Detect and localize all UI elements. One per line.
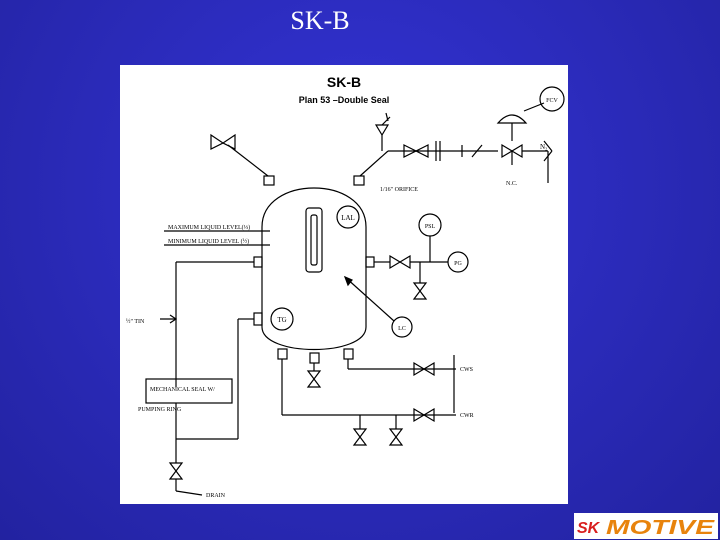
- drain-valve-left-icon: [352, 428, 368, 446]
- label-cws: CWS: [460, 367, 473, 373]
- label-fcv: FCV: [546, 98, 558, 104]
- bottom-nozzle-2: [309, 352, 320, 364]
- seal-pot-vessel: [261, 187, 367, 350]
- bottom-nozzle-1: [277, 348, 288, 360]
- label-orifice: 1/16" ORIFICE: [380, 187, 418, 193]
- label-lc: LC: [398, 326, 406, 332]
- cws-valve-icon: [413, 361, 435, 377]
- main-drain-valve-icon: [168, 462, 184, 480]
- label-n2: N₂: [540, 143, 548, 151]
- label-lal: LAL: [341, 214, 355, 222]
- label-drain: DRAIN: [206, 493, 226, 499]
- slide-title: SK-B: [290, 6, 350, 35]
- label-pg: PG: [454, 261, 462, 267]
- label-tg: TG: [277, 316, 286, 324]
- lc-instrument-icon: [391, 316, 413, 338]
- logo-word: MOTIVE: [606, 517, 715, 539]
- label-nc: N.C.: [506, 181, 518, 187]
- vent-nozzle: [263, 175, 275, 186]
- fcv-controller-icon: [539, 86, 565, 112]
- pg-instrument-icon: [447, 251, 469, 273]
- pressure-drain-valve-icon: [412, 282, 428, 300]
- diagram-subtitle: Plan 53 –Double Seal: [299, 95, 390, 105]
- check-valve-icon: [403, 144, 429, 158]
- cwr-valve-icon: [413, 407, 435, 423]
- level-nozzle: [253, 256, 263, 268]
- bottom-drain-valve-icon: [306, 370, 322, 388]
- gas-inlet-nozzle: [353, 175, 365, 186]
- lal-instrument-icon: [336, 205, 360, 229]
- vent-valve-icon: [210, 133, 236, 150]
- pressure-isolation-valve-icon: [389, 254, 411, 270]
- sight-glass: [305, 207, 323, 273]
- relief-valve-icon: [374, 124, 390, 137]
- tg-instrument-icon: [270, 307, 294, 331]
- skmotive-logo: SK MOTIVE: [574, 513, 718, 539]
- pressure-nozzle: [365, 256, 375, 268]
- bottom-nozzle-3: [343, 348, 354, 360]
- label-pumping-ring: PUMPING RING: [138, 407, 182, 413]
- plan-53-diagram: SK-B Plan 53 –Double Seal N.C. N₂: [120, 65, 568, 504]
- label-max-level: MAXIMUM LIQUID LEVEL(⅓): [168, 224, 250, 231]
- label-tin: ½" TIN: [126, 318, 145, 325]
- tin-nozzle: [253, 312, 263, 326]
- mechanical-seal-box: [145, 378, 233, 404]
- diagram-title: SK-B: [327, 74, 361, 90]
- label-min-level: MINIMUM LIQUID LEVEL (½): [168, 238, 249, 245]
- drain-valve-right-icon: [388, 428, 404, 446]
- label-cwr: CWR: [460, 413, 474, 419]
- logo-prefix: SK: [577, 520, 601, 537]
- label-psl: PSL: [425, 224, 436, 230]
- label-mech-seal: MECHANICAL SEAL W/: [150, 387, 215, 393]
